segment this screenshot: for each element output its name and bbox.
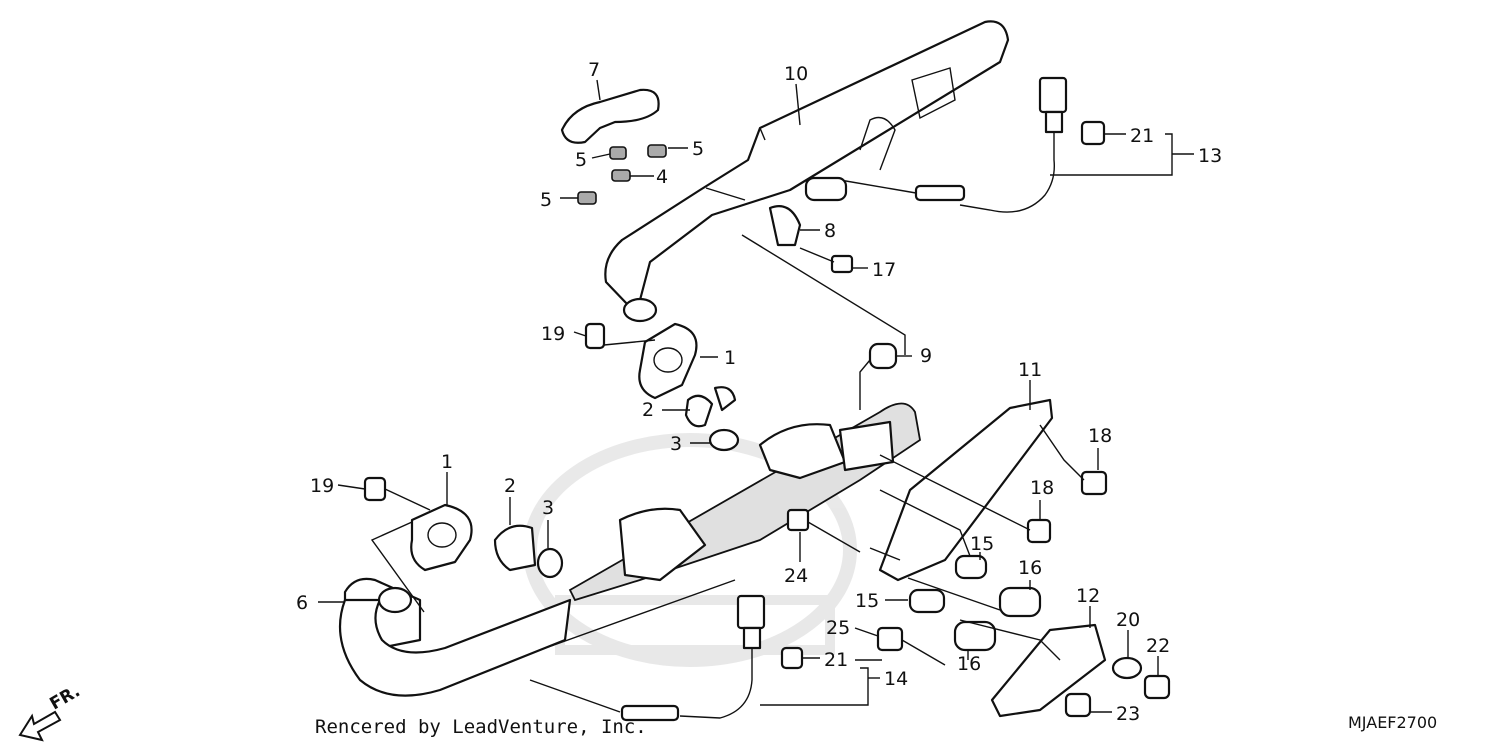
label-part-3-upper: 3: [670, 433, 682, 455]
bolt-part-19-upper[interactable]: [584, 322, 606, 350]
label-part-15-left: 15: [855, 590, 879, 612]
o2-sensor-lower[interactable]: [620, 594, 766, 722]
bolt-part-19-lower[interactable]: [363, 476, 387, 502]
label-part-20: 20: [1116, 609, 1140, 631]
label-part-7: 7: [588, 59, 600, 81]
o2-sensor-upper[interactable]: [839, 76, 1068, 213]
label-part-3-lower: 3: [542, 497, 554, 519]
label-part-16-upper: 16: [1018, 557, 1042, 579]
label-part-23: 23: [1116, 703, 1140, 725]
label-part-5a: 5: [575, 149, 587, 171]
exhaust-pipe-part-6[interactable]: [338, 577, 572, 697]
label-part-13: 13: [1198, 145, 1222, 167]
washer-part-20[interactable]: [1111, 656, 1143, 680]
label-part-6: 6: [296, 592, 308, 614]
label-part-8: 8: [824, 220, 836, 242]
bolt-part-24[interactable]: [786, 508, 861, 553]
heat-shield-part-7[interactable]: [560, 88, 660, 144]
collar-part-15-right[interactable]: [954, 554, 988, 580]
upper-muffler-part-10[interactable]: [604, 20, 1010, 307]
label-part-15-right: 15: [970, 533, 994, 555]
label-part-14: 14: [884, 668, 908, 690]
label-part-2-upper: 2: [642, 399, 654, 421]
label-part-17: 17: [872, 259, 896, 281]
label-part-25: 25: [826, 617, 850, 639]
label-part-10: 10: [784, 63, 808, 85]
bolt-part-18-lower[interactable]: [1026, 518, 1052, 544]
sensor-clip-part-21a[interactable]: [1080, 120, 1106, 146]
flange-part-1-upper[interactable]: [638, 322, 698, 400]
rubber-part-16-lower[interactable]: [953, 620, 997, 652]
label-part-19-lower: 19: [310, 475, 334, 497]
bolt-part-17[interactable]: [799, 247, 854, 274]
flange-part-1-lower[interactable]: [410, 503, 473, 572]
rubber-bushing-part-9[interactable]: [868, 342, 898, 370]
lower-muffler[interactable]: [568, 402, 921, 602]
label-part-18-upper: 18: [1088, 425, 1112, 447]
label-part-1-upper: 1: [724, 347, 736, 369]
label-part-21a: 21: [1130, 125, 1154, 147]
nut-part-22[interactable]: [1143, 674, 1171, 700]
label-part-9: 9: [920, 345, 932, 367]
rubber-part-16-upper[interactable]: [998, 586, 1042, 618]
label-part-16-lower: 16: [957, 653, 981, 675]
bolt-part-18-upper[interactable]: [1080, 470, 1108, 496]
label-part-18-lower: 18: [1030, 477, 1054, 499]
diagram-code: MJAEF2700: [1348, 713, 1437, 732]
upper-pipe-outlet: [622, 297, 658, 323]
nut-part-23[interactable]: [1064, 692, 1092, 718]
label-part-11: 11: [1018, 359, 1042, 381]
label-part-22: 22: [1146, 635, 1170, 657]
front-direction-label: FR.: [47, 681, 84, 714]
clip-part-5c[interactable]: [577, 191, 597, 205]
clip-part-5a[interactable]: [609, 146, 627, 160]
label-part-1-lower: 1: [441, 451, 453, 473]
collar-part-2-upper[interactable]: [684, 386, 737, 428]
seal-ring-part-3-lower[interactable]: [536, 547, 564, 579]
label-part-12: 12: [1076, 585, 1100, 607]
front-direction-arrow-icon: [18, 710, 62, 742]
render-credit: Rencered by LeadVenture, Inc.: [315, 716, 647, 738]
clamp-part-8[interactable]: [768, 204, 802, 247]
lower-joint: [618, 507, 707, 582]
stay-bracket-part-11[interactable]: [878, 398, 1054, 582]
bracket-part-12[interactable]: [990, 623, 1107, 718]
bolt-part-25[interactable]: [876, 626, 946, 666]
label-part-2-lower: 2: [504, 475, 516, 497]
clip-part-5b[interactable]: [647, 144, 667, 158]
label-part-5b: 5: [692, 138, 704, 160]
leader-lines: [318, 79, 1194, 713]
label-part-21b: 21: [824, 649, 848, 671]
label-part-24: 24: [784, 565, 808, 587]
sensor-clip-part-21b[interactable]: [780, 646, 804, 670]
washer-part-4[interactable]: [611, 169, 631, 182]
label-part-5c: 5: [540, 189, 552, 211]
label-part-19-upper: 19: [541, 323, 565, 345]
label-part-4: 4: [656, 166, 668, 188]
collar-part-15-left[interactable]: [908, 588, 946, 614]
collar-part-2-lower[interactable]: [493, 524, 537, 572]
sensor-boss: [804, 176, 848, 202]
seal-ring-part-3-upper[interactable]: [708, 428, 740, 452]
